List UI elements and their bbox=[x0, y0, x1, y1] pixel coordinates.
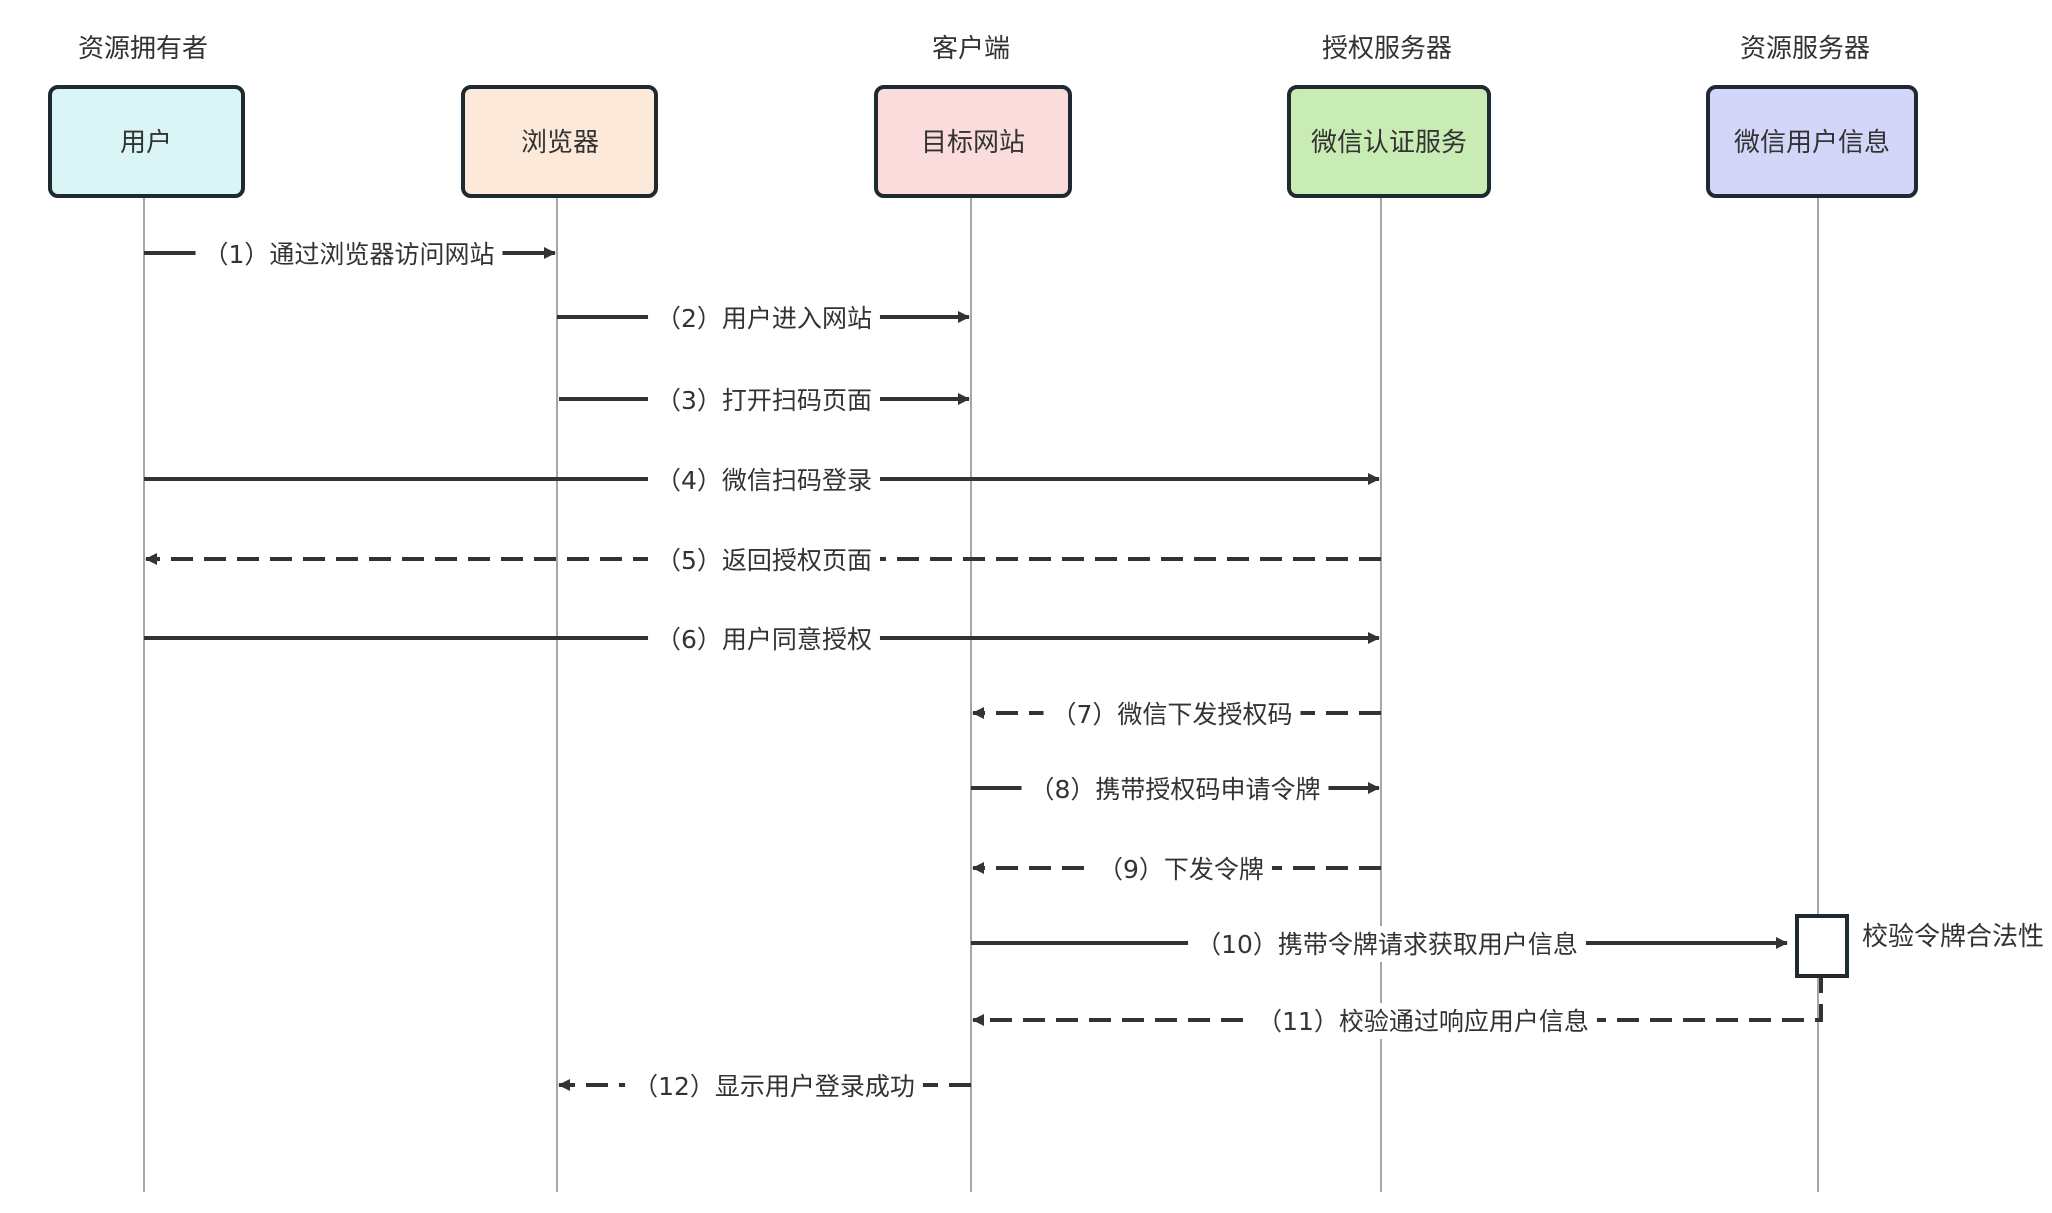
label-bg bbox=[648, 621, 880, 657]
message-label: （9）下发令牌 bbox=[1098, 855, 1264, 884]
message-12[interactable]: （12）显示用户登录成功 bbox=[558, 1068, 971, 1104]
message-1[interactable]: （1）通过浏览器访问网站 bbox=[144, 236, 556, 272]
participant-user[interactable]: 用户 bbox=[48, 85, 245, 198]
message-label: （11）校验通过响应用户信息 bbox=[1257, 1007, 1589, 1036]
participant-box bbox=[461, 85, 658, 198]
message-9[interactable]: （9）下发令牌 bbox=[972, 851, 1381, 887]
role-label-site: 客户端 bbox=[932, 34, 1010, 64]
message-10[interactable]: （10）携带令牌请求获取用户信息 bbox=[971, 926, 1788, 962]
participant-auth[interactable]: 微信认证服务 bbox=[1287, 85, 1491, 198]
message-2[interactable]: （2）用户进入网站 bbox=[557, 300, 970, 336]
participant-resource[interactable]: 微信用户信息 bbox=[1706, 85, 1918, 198]
label-bg bbox=[648, 462, 880, 498]
label-bg bbox=[1090, 851, 1272, 887]
label-bg bbox=[1249, 1003, 1597, 1039]
participant-box bbox=[48, 85, 245, 198]
message-label: （8）携带授权码申请令牌 bbox=[1030, 775, 1321, 804]
message-label: （1）通过浏览器访问网站 bbox=[204, 240, 495, 269]
message-label: （2）用户进入网站 bbox=[656, 304, 872, 333]
label-bg bbox=[648, 382, 880, 418]
label-bg bbox=[648, 300, 880, 336]
label-bg bbox=[195, 236, 503, 272]
role-label-resource: 资源服务器 bbox=[1740, 34, 1870, 64]
participant-name: 微信用户信息 bbox=[1734, 128, 1890, 158]
label-bg bbox=[625, 1068, 923, 1104]
lifelines bbox=[143, 197, 1819, 1192]
participant-name: 目标网站 bbox=[921, 128, 1025, 158]
participant-browser[interactable]: 浏览器 bbox=[461, 85, 658, 198]
label-bg bbox=[648, 542, 880, 578]
message-label: （4）微信扫码登录 bbox=[656, 466, 872, 495]
label-bg bbox=[1188, 926, 1586, 962]
participant-box bbox=[874, 85, 1072, 198]
message-label: （5）返回授权页面 bbox=[656, 546, 872, 575]
message-4[interactable]: （4）微信扫码登录 bbox=[144, 462, 1380, 498]
label-bg bbox=[1021, 771, 1329, 807]
role-label-user: 资源拥有者 bbox=[78, 34, 208, 64]
activation-note: 校验令牌合法性 bbox=[1862, 922, 2044, 952]
participant-site[interactable]: 目标网站 bbox=[874, 85, 1072, 198]
message-label: （6）用户同意授权 bbox=[656, 625, 872, 654]
message-8[interactable]: （8）携带授权码申请令牌 bbox=[971, 771, 1380, 807]
messages: （1）通过浏览器访问网站 （2）用户进入网站 （3）打开扫码页面 （4）微信扫码… bbox=[144, 236, 1823, 1104]
message-label: （10）携带令牌请求获取用户信息 bbox=[1196, 930, 1578, 959]
participant-box bbox=[1706, 85, 1918, 198]
message-label: （3）打开扫码页面 bbox=[656, 386, 872, 415]
message-5[interactable]: （5）返回授权页面 bbox=[145, 542, 1381, 578]
activation-resource[interactable]: 校验令牌合法性 bbox=[1795, 914, 2044, 978]
role-labels: 资源拥有者 客户端 授权服务器 资源服务器 bbox=[78, 34, 1870, 64]
participant-name: 用户 bbox=[120, 128, 172, 158]
activation-box bbox=[1795, 914, 1849, 978]
message-6[interactable]: （6）用户同意授权 bbox=[144, 621, 1380, 657]
message-7[interactable]: （7）微信下发授权码 bbox=[972, 696, 1381, 732]
message-label: （7）微信下发授权码 bbox=[1052, 700, 1293, 729]
label-bg bbox=[1043, 696, 1301, 732]
message-label: （12）显示用户登录成功 bbox=[633, 1072, 915, 1101]
message-3[interactable]: （3）打开扫码页面 bbox=[559, 382, 970, 418]
participant-box bbox=[1287, 85, 1491, 198]
participant-name: 浏览器 bbox=[521, 128, 599, 158]
participant-name: 微信认证服务 bbox=[1311, 128, 1467, 158]
role-label-auth: 授权服务器 bbox=[1322, 34, 1452, 64]
message-11[interactable]: （11）校验通过响应用户信息 bbox=[972, 971, 1823, 1039]
